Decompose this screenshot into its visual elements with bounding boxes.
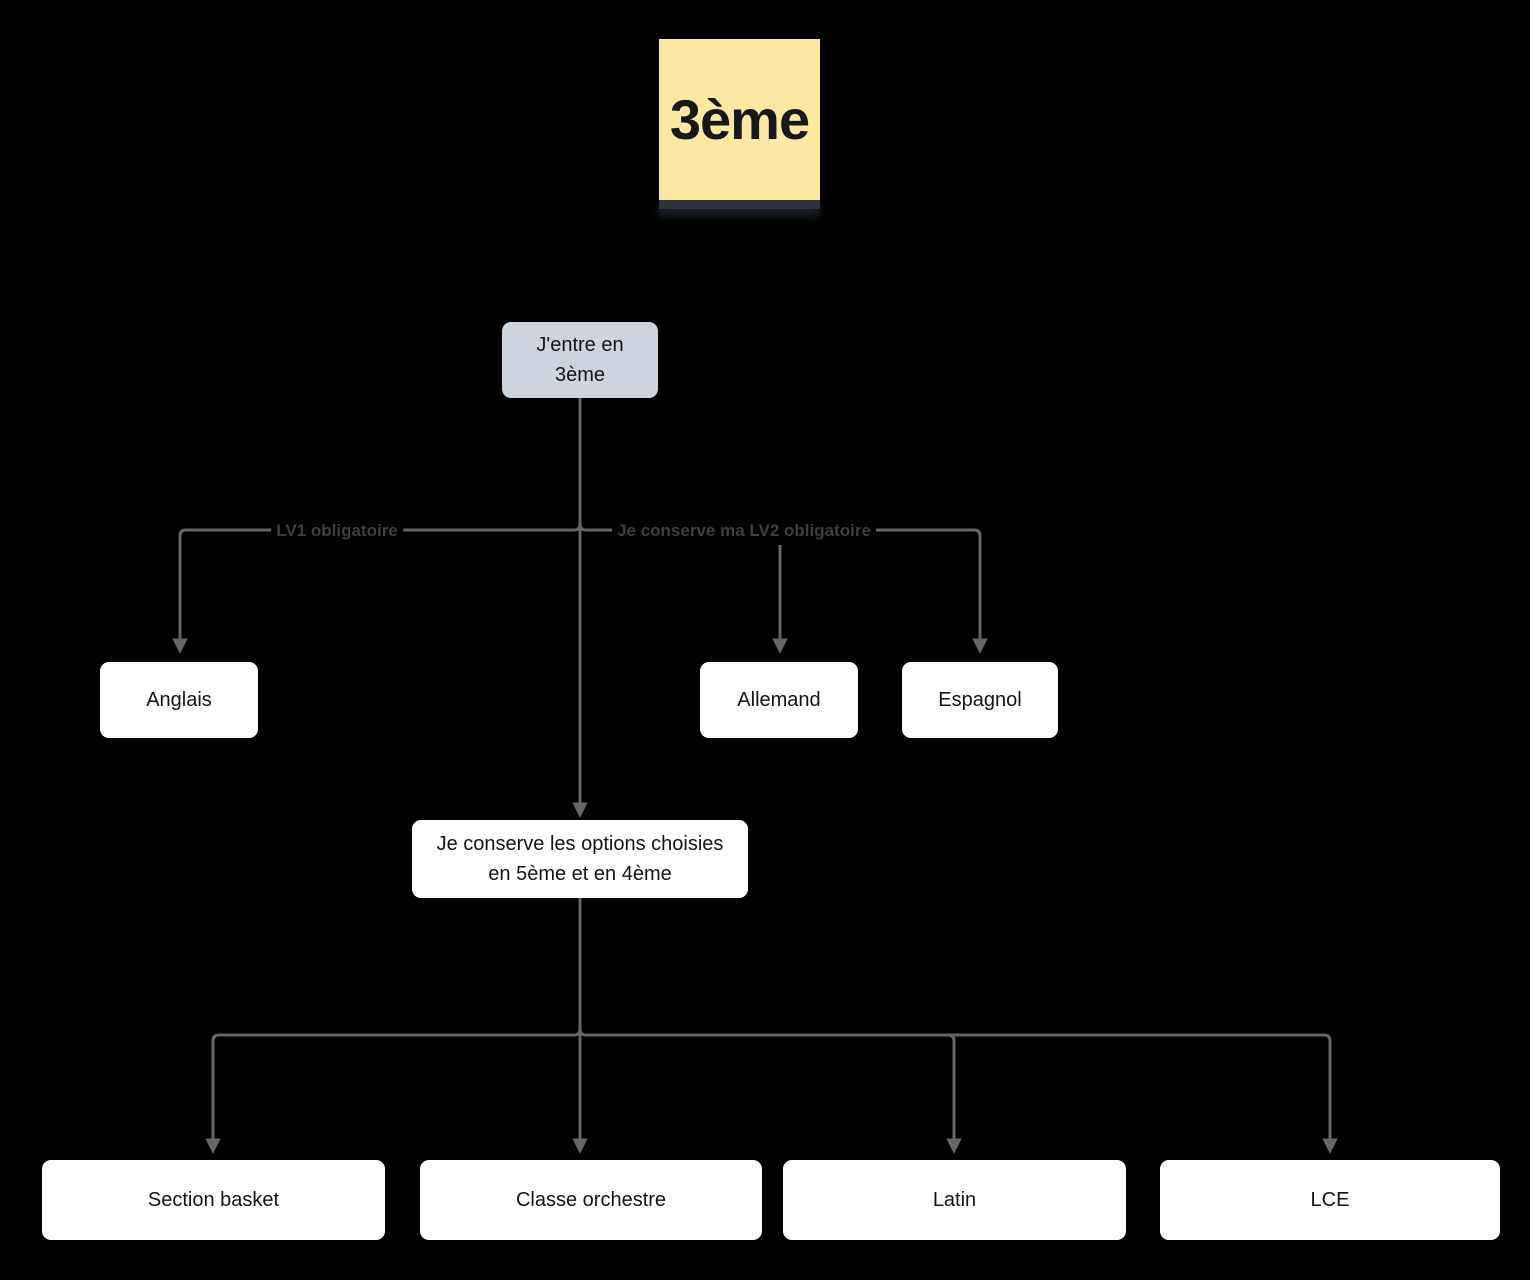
node-lce[interactable]: LCE [1160,1160,1500,1240]
node-latin[interactable]: Latin [783,1160,1126,1240]
sticky-note[interactable]: 3ème [659,39,820,200]
sticky-note-title: 3ème [669,88,810,151]
node-label: Je conserve les options choisies en 5ème… [436,833,724,885]
node-allemand[interactable]: Allemand [700,662,858,738]
node-section-basket[interactable]: Section basket [42,1160,385,1240]
node-espagnol[interactable]: Espagnol [902,662,1058,738]
edge-lv1-to-anglais [172,523,582,654]
node-label: Classe orchestre [515,1189,667,1211]
node-anglais[interactable]: Anglais [100,662,258,738]
edge-label-lv2: Je conserve ma LV2 obligatoire [612,520,876,542]
edge-options-to-section-basket [205,1028,582,1154]
node-label: Allemand [737,689,821,711]
node-label: LCE [1310,1189,1350,1211]
node-entry-3eme[interactable]: J'entre en 3ème [502,322,658,398]
node-label: Anglais [146,689,212,711]
sticky-note-shadow [659,200,820,209]
node-label: Espagnol [938,689,1022,711]
edge-lv2-to-espagnol [578,523,988,654]
edge-options-to-latin [946,1033,962,1154]
node-label: J'entre en 3ème [536,334,624,386]
edge-options-to-lce [578,1028,1338,1154]
node-options-conservees[interactable]: Je conserve les options choisies en 5ème… [412,820,748,898]
node-classe-orchestre[interactable]: Classe orchestre [420,1160,762,1240]
node-label: Section basket [147,1189,280,1211]
edge-label-lv1: LV1 obligatoire [271,520,403,542]
node-label: Latin [932,1189,977,1211]
